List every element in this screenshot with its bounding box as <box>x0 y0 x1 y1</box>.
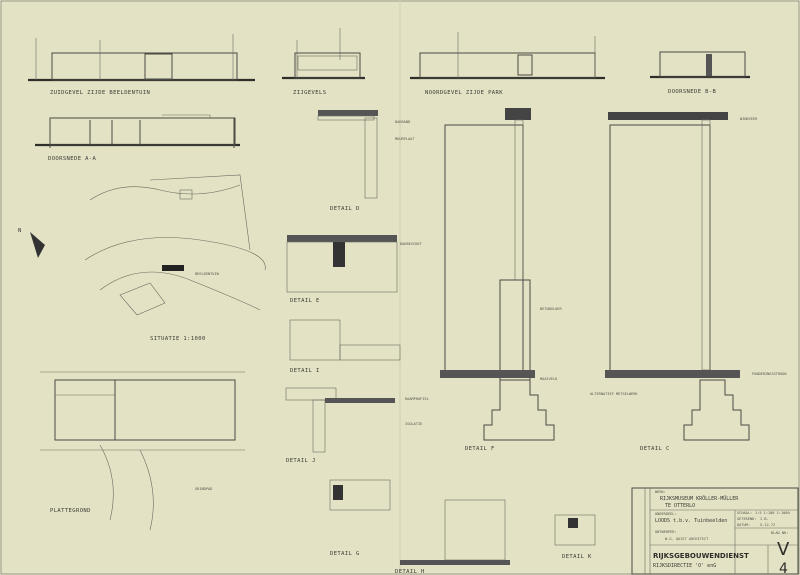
north-arrow-icon <box>30 232 45 258</box>
detail-k: DETAIL K <box>554 514 596 560</box>
section-aa-label: DOORSNEDE A-A <box>48 156 97 162</box>
detail-c-label: DETAIL C <box>640 446 670 452</box>
detail-g: DETAIL G <box>329 479 391 557</box>
floor-plan: GRINDPAD PLATTEGROND <box>40 371 245 531</box>
sheet-letter: V <box>777 539 790 560</box>
note-funderingsstrook: FUNDERINGSSTROOK <box>752 372 787 376</box>
sheet-number: 4 <box>779 561 788 575</box>
note-dakrand: DAKRAND <box>395 120 410 124</box>
note-maaiveld: MAAIVELD <box>540 377 557 381</box>
detail-g-label: DETAIL G <box>330 551 360 557</box>
detail-h-label: DETAIL H <box>395 569 425 575</box>
section-bb-label: DOORSNEDE B-B <box>668 89 717 95</box>
section-bb: DOORSNEDE B-B <box>650 51 750 95</box>
detail-e: DETAIL E DAKBESCHOT <box>286 235 422 304</box>
north-elevation: NOORDGEVEL ZIJDE PARK <box>410 32 605 96</box>
detail-i: DETAIL I <box>289 319 401 374</box>
getekend-value: I.B. <box>760 517 769 521</box>
detail-f: DETAIL F BETONVLOER MAAIVELD <box>440 108 562 452</box>
note-muurplaat: MUURPLAAT <box>395 137 415 141</box>
north-arrow-label: N <box>18 228 22 234</box>
note-raamprofiel: RAAMPROFIEL <box>405 397 429 401</box>
floor-plan-label: PLATTEGROND <box>50 508 91 514</box>
note-betonvloer: BETONVLOER <box>540 307 562 311</box>
note-beeldentuin: BEELDENTUIN <box>195 272 219 276</box>
title-block: WERK: RIJKSMUSEUM KRÖLLER-MÜLLER TE OTTE… <box>631 487 799 575</box>
note-isolatie: ISOLATIE <box>405 422 422 426</box>
south-elevation: ZUIDGEVEL ZIJDE BEELDENTUIN <box>28 34 255 96</box>
detail-j-label: DETAIL J <box>286 458 316 464</box>
detail-e-label: DETAIL E <box>290 298 320 304</box>
detail-d: DETAIL D DAKRAND MUURPLAAT <box>317 110 415 212</box>
site-plan-label: SITUATIE 1:1000 <box>150 336 206 342</box>
onderdeel-label: ONDERDEEL: <box>655 512 677 516</box>
detail-i-label: DETAIL I <box>290 368 320 374</box>
getekend-label: GETEKEND: <box>737 517 756 521</box>
note-windveer: WINDVEER <box>740 117 758 121</box>
site-plan: BEELDENTUIN SITUATIE 1:1000 N <box>18 174 266 342</box>
project-name: RIJKSMUSEUM KRÖLLER-MÜLLER <box>660 495 739 502</box>
north-arrow: N <box>18 228 45 258</box>
ontwerper-label: ONTWERPER: <box>655 530 677 534</box>
schaal-label: SCHAAL: <box>737 511 752 515</box>
project-place: TE OTTERLO <box>665 503 695 509</box>
north-elevation-label: NOORDGEVEL ZIJDE PARK <box>425 90 503 96</box>
detail-h: DETAIL H <box>395 499 510 575</box>
south-elevation-label: ZUIDGEVEL ZIJDE BEELDENTUIN <box>50 90 150 96</box>
ontwerper-value: W.G. QUIST ARCHITECT <box>665 537 709 541</box>
datum-value: 5-12-72 <box>760 523 775 527</box>
detail-c: DETAIL C WINDVEER FUNDERINGSSTROOK ALTER… <box>590 112 787 452</box>
note-grindpad: GRINDPAD <box>195 487 212 491</box>
note-alternatief-metselwerk: ALTERNATIEF METSELWERK <box>590 392 638 396</box>
detail-j: DETAIL J RAAMPROFIEL ISOLATIE <box>285 387 429 464</box>
datum-label: DATUM: <box>737 523 750 527</box>
werk-label: WERK: <box>655 490 666 494</box>
note-dakbeschot: DAKBESCHOT <box>400 242 422 246</box>
detail-k-label: DETAIL K <box>562 554 592 560</box>
schaal-value: 1:5 1:100 1:1000 <box>755 511 790 515</box>
agency-name: RIJKSGEBOUWENDIENST <box>653 552 749 560</box>
detail-d-label: DETAIL D <box>330 206 360 212</box>
detail-f-label: DETAIL F <box>465 446 495 452</box>
blad-label: BLAD NR: <box>771 531 788 535</box>
side-elevations-label: ZIJGEVELS <box>293 90 326 96</box>
directorate: RIJKSDIRECTIE 'O' enG <box>653 563 716 569</box>
drawing-subject: LOODS t.b.v. Tuinbeelden <box>655 518 727 524</box>
section-aa: DOORSNEDE A-A <box>35 114 240 162</box>
side-elevations: ZIJGEVELS <box>282 28 365 96</box>
